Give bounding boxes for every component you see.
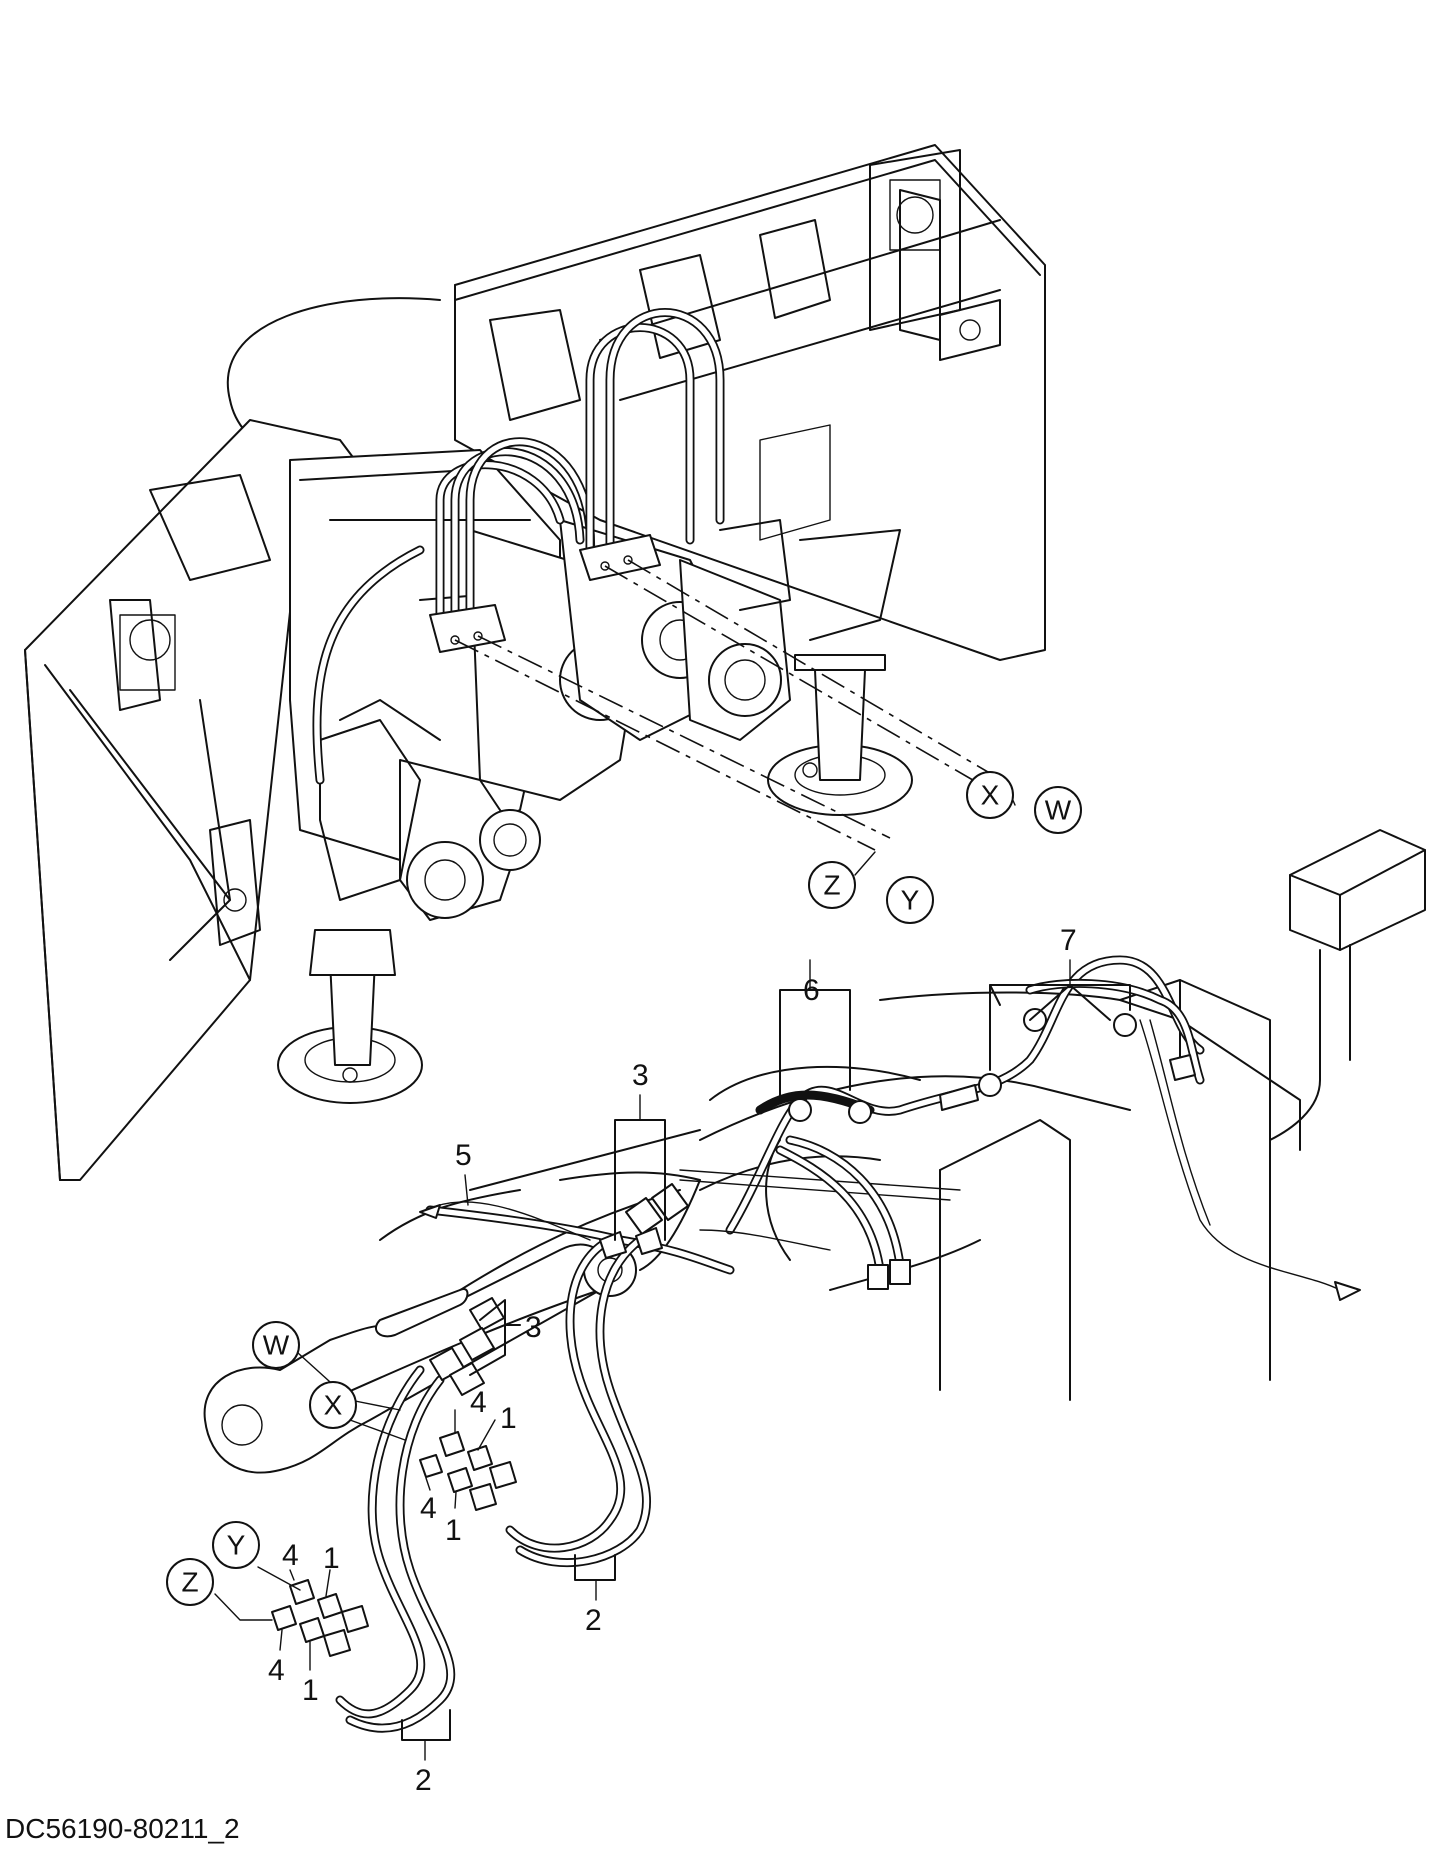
callout-w-left-label: W xyxy=(263,1330,290,1361)
callout-w-top-label: W xyxy=(1045,795,1072,826)
part-number-4-middle-bottom: 4 xyxy=(420,1492,437,1525)
dozer-blade-assembly xyxy=(24,144,1046,1181)
callout-y-top-label: Y xyxy=(901,885,920,916)
part-number-1-left-bottom: 1 xyxy=(302,1674,319,1707)
part-number-4-middle-top: 4 xyxy=(470,1386,487,1419)
callout-y-top: Y xyxy=(886,876,934,924)
callout-w-left: W xyxy=(252,1321,300,1369)
callout-x-left: X xyxy=(309,1381,357,1429)
frame-hose-assembly xyxy=(203,781,1426,1761)
callout-x-left-label: X xyxy=(324,1390,343,1421)
part-number-4-left-top: 4 xyxy=(282,1539,299,1572)
callout-w-top: W xyxy=(1034,786,1082,834)
fitting-group-3-upper xyxy=(599,1183,689,1259)
callout-x-top: X xyxy=(966,771,1014,819)
callout-z-top-label: Z xyxy=(823,870,840,901)
part-number-2-left: 2 xyxy=(415,1764,432,1797)
part-number-2-right: 2 xyxy=(585,1604,602,1637)
part-number-1-middle-bottom: 1 xyxy=(445,1514,462,1547)
fitting-group-1-4-middle xyxy=(419,1431,517,1511)
part-number-3-upper: 3 xyxy=(632,1059,649,1092)
callout-z-left-label: Z xyxy=(181,1567,198,1598)
part-number-6: 6 xyxy=(803,974,820,1007)
fitting-group-1-4-left xyxy=(271,1579,369,1657)
callout-y-left-label: Y xyxy=(227,1530,246,1561)
callout-y-left: Y xyxy=(212,1521,260,1569)
callout-z-top: Z xyxy=(808,861,856,909)
fitting-group-3-lower xyxy=(429,1297,505,1396)
part-number-5: 5 xyxy=(455,1139,472,1172)
callout-x-top-label: X xyxy=(981,780,1000,811)
part-number-7: 7 xyxy=(1060,924,1077,957)
part-number-1-left-top: 1 xyxy=(323,1542,340,1575)
drawing-code: DC56190-80211_2 xyxy=(5,1813,240,1844)
part-number-4-left-bottom: 4 xyxy=(268,1654,285,1687)
part-number-1-middle-top: 1 xyxy=(500,1402,517,1435)
part-number-3-lower: 3 xyxy=(525,1311,542,1344)
callout-z-left: Z xyxy=(166,1558,214,1606)
